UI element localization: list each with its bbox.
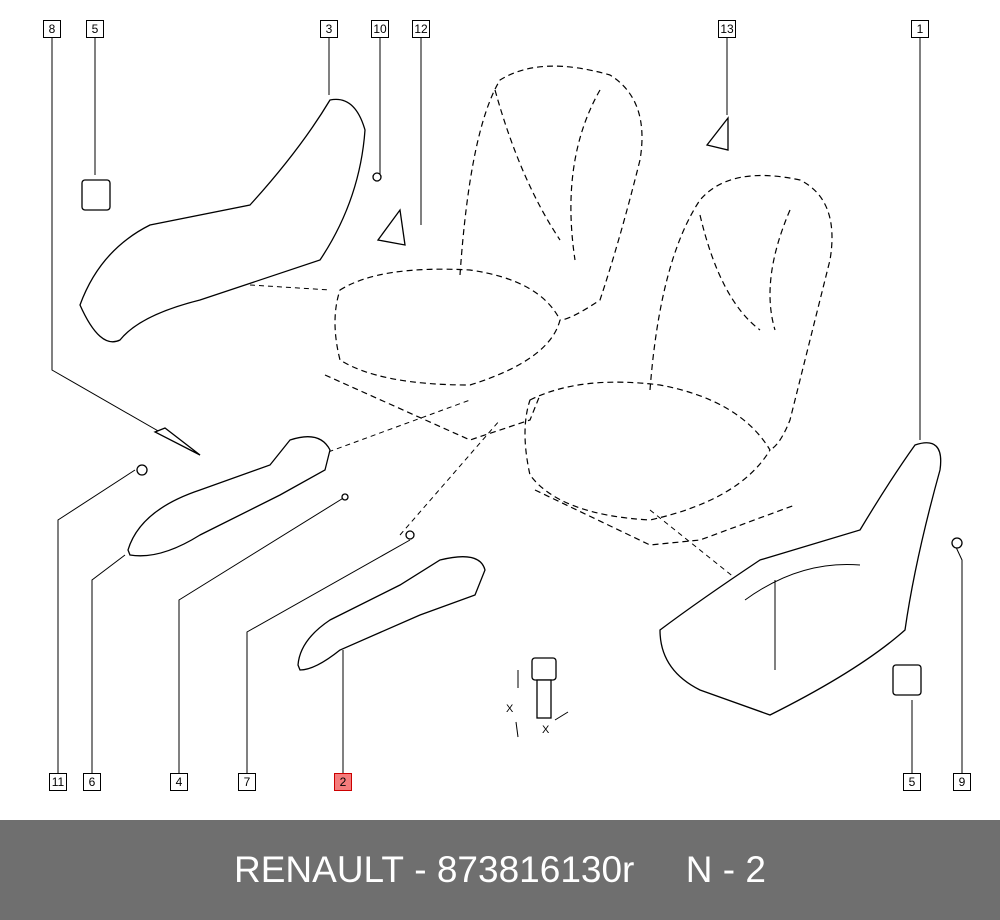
callout-12: 12 <box>412 20 430 38</box>
part-caption-bar: RENAULT - 873816130r N - 2 <box>0 820 1000 920</box>
callout-5: 5 <box>86 20 104 38</box>
position-number: N - 2 <box>685 849 766 890</box>
part-2-bracket <box>297 556 486 671</box>
callout-5: 5 <box>903 773 921 791</box>
callout-3: 3 <box>320 20 338 38</box>
callout-8: 8 <box>43 20 61 38</box>
callout-2-highlighted: 2 <box>334 773 352 791</box>
part-6-cover <box>127 436 331 557</box>
bolt-detail: X X <box>506 657 569 738</box>
leader-lines <box>51 38 963 773</box>
part-1-side-trim <box>659 442 942 716</box>
part-5-clip-bottom <box>892 664 922 696</box>
part-5-clip-top <box>81 179 111 211</box>
fastener-mark-x: X <box>506 703 514 715</box>
part-13-bracket <box>705 116 729 151</box>
callout-11: 11 <box>49 773 67 791</box>
part-number: 873816130r <box>436 849 635 890</box>
spacer <box>634 849 685 891</box>
part-10-screw <box>372 172 382 182</box>
part-9-nut <box>951 537 963 549</box>
callout-13: 13 <box>718 20 736 38</box>
callout-1: 1 <box>911 20 929 38</box>
callout-7: 7 <box>238 773 256 791</box>
part-3-side-cover <box>79 98 366 343</box>
part-8-rivet <box>153 427 201 456</box>
seat-rear <box>324 65 643 441</box>
callout-9: 9 <box>953 773 971 791</box>
separator: - <box>403 849 437 890</box>
callout-4: 4 <box>170 773 188 791</box>
part-11-nut <box>136 464 148 476</box>
callout-6: 6 <box>83 773 101 791</box>
seat-front <box>524 174 833 546</box>
seat-parts-diagram: X X <box>51 38 963 773</box>
part-4-screw <box>341 493 349 501</box>
brand-name: RENAULT <box>234 849 404 890</box>
part-12-bracket <box>376 208 406 246</box>
fastener-mark-x: X <box>542 724 550 736</box>
part-7-screw <box>405 530 415 540</box>
callout-10: 10 <box>371 20 389 38</box>
